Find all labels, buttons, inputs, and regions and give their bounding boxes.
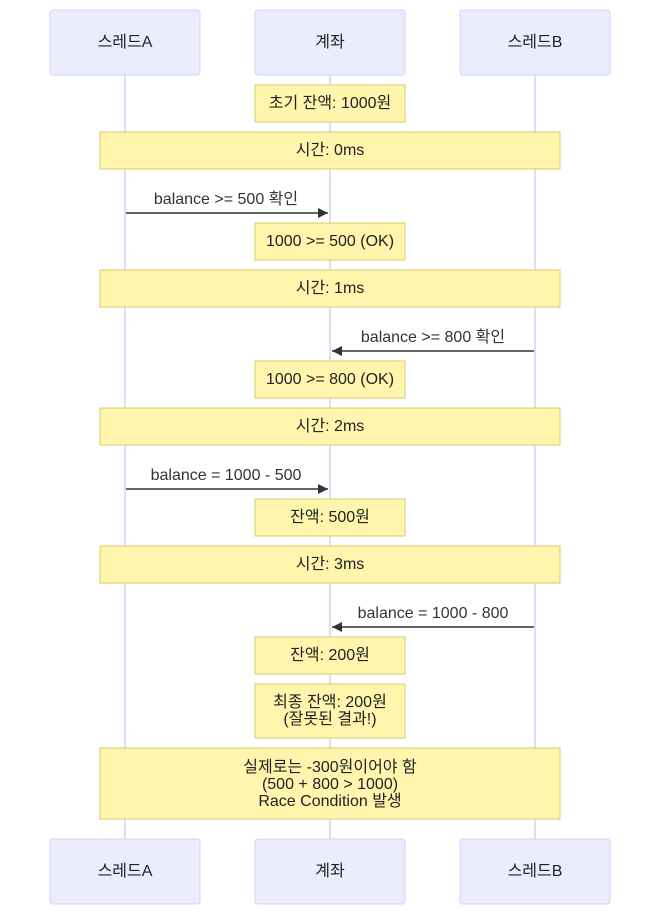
message-3: balance = 1000 - 500 <box>126 467 328 494</box>
note-text-line: (500 + 800 > 1000) <box>262 776 398 793</box>
note-text-line: (잘못된 결과!) <box>283 710 376 728</box>
note-text-line: 실제로는 -300원이어야 함 <box>243 758 417 776</box>
note-time-1: 시간: 1ms <box>99 269 561 308</box>
actor-account-bottom: 계좌 <box>254 838 406 905</box>
note-time-2: 시간: 2ms <box>99 407 561 446</box>
note-time-0: 시간: 0ms <box>99 131 561 170</box>
message-1: balance >= 500 확인 <box>126 190 328 218</box>
note-race-condition: 실제로는 -300원이어야 함 (500 + 800 > 1000) Race … <box>99 747 561 820</box>
note-text: 잔액: 200원 <box>290 646 370 664</box>
note-text: 초기 잔액: 1000원 <box>269 94 392 112</box>
message-label: balance = 1000 - 800 <box>358 605 509 622</box>
note-initial-balance: 초기 잔액: 1000원 <box>254 84 406 123</box>
note-text: 시간: 1ms <box>296 279 365 297</box>
note-time-3: 시간: 3ms <box>99 545 561 584</box>
note-balance-500: 잔액: 500원 <box>254 498 406 537</box>
note-balance-200: 잔액: 200원 <box>254 636 406 675</box>
actor-account-top: 계좌 <box>254 9 406 76</box>
note-text: 1000 >= 800 (OK) <box>266 371 394 388</box>
message-label: balance = 1000 - 500 <box>151 467 302 484</box>
message-2: balance >= 800 확인 <box>332 328 534 356</box>
actor-label: 계좌 <box>315 862 345 880</box>
note-text: 1000 >= 500 (OK) <box>266 233 394 250</box>
actor-label: 스레드B <box>508 33 563 51</box>
message-4: balance = 1000 - 800 <box>332 605 534 632</box>
note-check-a: 1000 >= 500 (OK) <box>254 222 406 261</box>
note-text: 시간: 2ms <box>296 417 365 435</box>
actor-thread-a-top: 스레드A <box>49 9 201 76</box>
note-text: 시간: 0ms <box>296 141 365 159</box>
actor-thread-b-bottom: 스레드B <box>459 838 611 905</box>
message-label: balance >= 800 확인 <box>361 328 505 346</box>
actor-label: 계좌 <box>315 33 345 51</box>
actor-label: 스레드B <box>508 862 563 880</box>
note-text: 잔액: 500원 <box>290 508 370 526</box>
actor-thread-b-top: 스레드B <box>459 9 611 76</box>
actor-label: 스레드A <box>98 862 153 880</box>
message-label: balance >= 500 확인 <box>154 190 298 208</box>
note-final-balance: 최종 잔액: 200원 (잘못된 결과!) <box>254 683 406 739</box>
actor-thread-a-bottom: 스레드A <box>49 838 201 905</box>
note-text-line: Race Condition 발생 <box>258 792 401 810</box>
actor-label: 스레드A <box>98 33 153 51</box>
note-check-b: 1000 >= 800 (OK) <box>254 360 406 399</box>
note-text: 시간: 3ms <box>296 555 365 573</box>
note-text-line: 최종 잔액: 200원 <box>273 693 387 711</box>
